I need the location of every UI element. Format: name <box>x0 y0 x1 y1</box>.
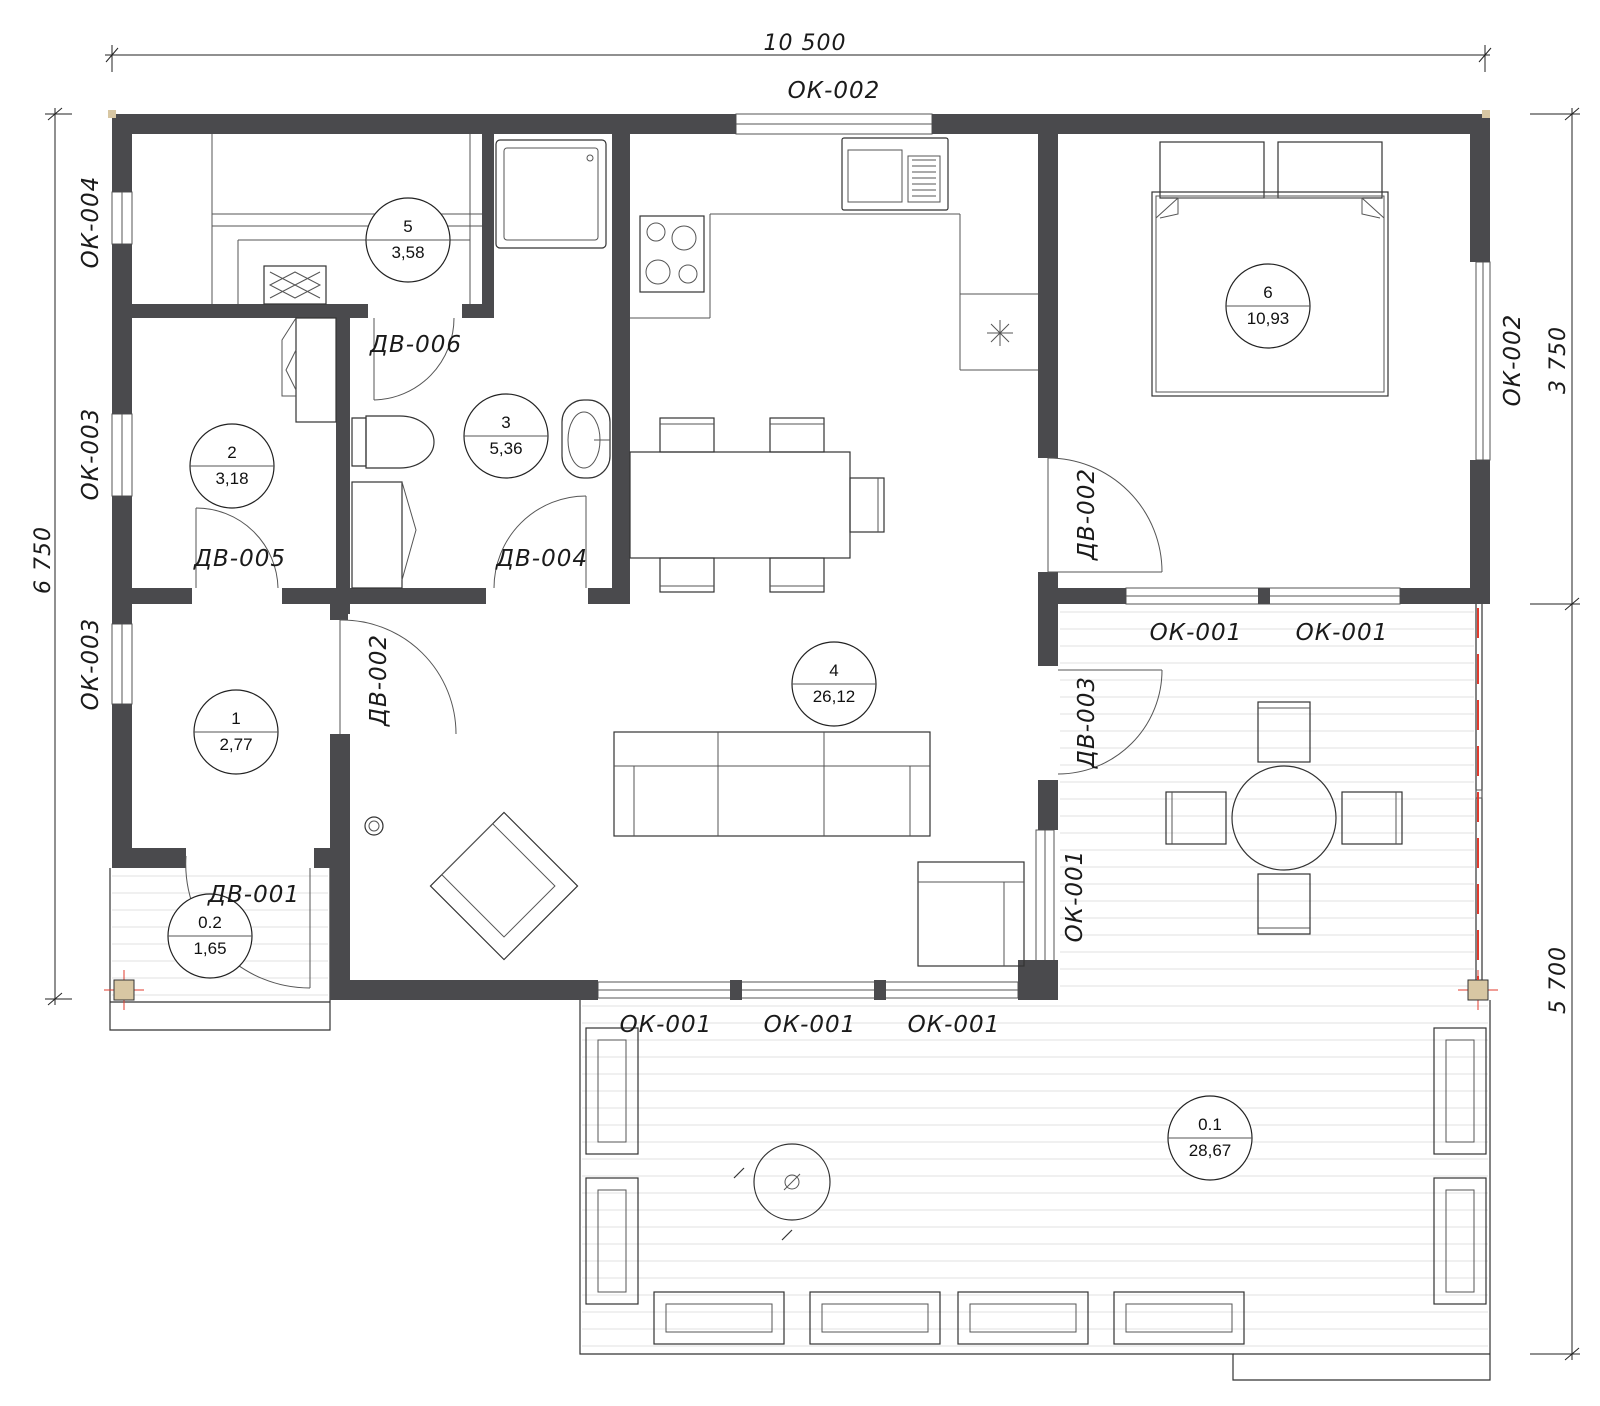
kitchen-fixtures <box>630 137 1038 371</box>
window-label-ok001-bottom-3: ОК-001 <box>908 1012 1001 1038</box>
door-label-dv002-entry: ДВ-002 <box>366 634 392 727</box>
armchair <box>917 861 1025 967</box>
window-label-ok004: ОК-004 <box>78 176 104 269</box>
room-tag-6: 6 10,93 <box>1225 263 1311 349</box>
door-label-dv003: ДВ-003 <box>1074 676 1100 769</box>
drain-icon <box>364 816 384 836</box>
room-tag-3: 3 5,36 <box>463 393 549 479</box>
room-tag-0-1: 0.1 28,67 <box>1167 1095 1253 1181</box>
window-label-ok003-upper: ОК-003 <box>78 408 104 501</box>
room-tag-5: 5 3,58 <box>365 197 451 283</box>
window-label-ok001-bottom-2: ОК-001 <box>764 1012 857 1038</box>
dimension-left: 6 750 <box>31 526 56 594</box>
terrace-decking <box>112 611 1488 1347</box>
window-label-ok003-lower: ОК-003 <box>78 618 104 711</box>
room-area: 5,36 <box>489 439 522 458</box>
terrace-outline <box>109 604 1491 1381</box>
dimension-lines <box>45 45 1580 1361</box>
bed <box>1151 141 1389 397</box>
window-label-ok002-top: ОК-002 <box>788 78 881 104</box>
dimension-right-upper: 3 750 <box>1546 326 1571 394</box>
walls <box>112 114 1490 1000</box>
door-label-dv004: ДВ-004 <box>495 546 588 572</box>
dimension-right-lower: 5 700 <box>1546 946 1571 1014</box>
wardrobe <box>281 317 337 423</box>
door-label-dv002-bedroom: ДВ-002 <box>1074 468 1100 561</box>
room-tag-2: 2 3,18 <box>189 423 275 509</box>
room-tag-1: 1 2,77 <box>193 689 279 775</box>
room-area: 10,93 <box>1247 309 1290 328</box>
room-number: 3 <box>501 413 510 432</box>
room-number: 5 <box>403 217 412 236</box>
room-area: 3,58 <box>391 243 424 262</box>
room-area: 1,65 <box>193 939 226 958</box>
room-number: 6 <box>1263 283 1272 302</box>
planters <box>585 1027 1487 1345</box>
bathroom-fixtures <box>351 139 611 589</box>
window-label-ok001-bedroom-2: ОК-001 <box>1296 620 1389 646</box>
room-tag-4: 4 26,12 <box>791 641 877 727</box>
door-label-dv005: ДВ-005 <box>193 546 286 572</box>
dimension-top: 10 500 <box>764 31 847 56</box>
room-number: 4 <box>829 661 838 680</box>
room-number: 2 <box>227 443 236 462</box>
door-label-dv006: ДВ-006 <box>369 332 462 358</box>
room-area: 26,12 <box>813 687 856 706</box>
dining-table <box>629 417 885 593</box>
terrace-dining-set <box>1165 701 1483 935</box>
room-number: 1 <box>231 709 240 728</box>
window-label-ok001-living-right: ОК-001 <box>1062 850 1088 943</box>
door-swings <box>185 317 1163 989</box>
window-label-ok001-bedroom-1: ОК-001 <box>1150 620 1243 646</box>
armchair-rotated <box>429 811 579 961</box>
window-label-ok002-right: ОК-002 <box>1500 314 1526 407</box>
room-number: 0.2 <box>198 913 222 932</box>
columns <box>104 110 1498 1010</box>
room-area: 3,18 <box>215 469 248 488</box>
room-area: 2,77 <box>219 735 252 754</box>
room-area: 28,67 <box>1189 1141 1232 1160</box>
sofa <box>613 731 931 837</box>
window-label-ok001-bottom-1: ОК-001 <box>620 1012 713 1038</box>
room-number: 0.1 <box>1198 1115 1222 1134</box>
fire-pit-icon <box>733 1143 831 1241</box>
door-label-dv001: ДВ-001 <box>207 882 300 908</box>
room-tag-0-2: 0.2 1,65 <box>167 893 253 979</box>
